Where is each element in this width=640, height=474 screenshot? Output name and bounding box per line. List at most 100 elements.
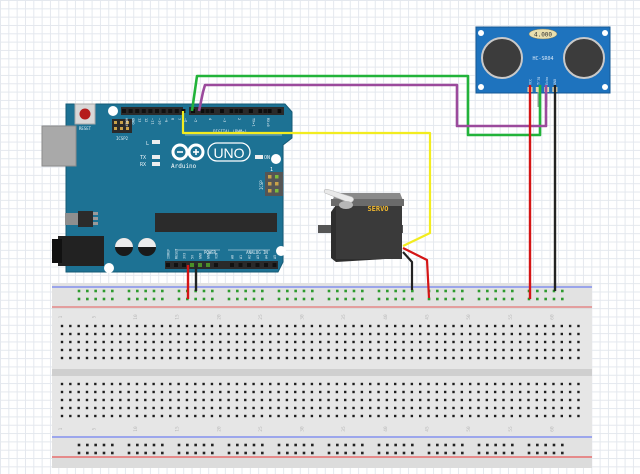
breadboard-hole[interactable] xyxy=(543,414,547,418)
breadboard-hole[interactable] xyxy=(344,340,347,344)
breadboard-hole[interactable] xyxy=(177,340,180,344)
header-pin[interactable] xyxy=(200,109,205,113)
breadboard-hole[interactable] xyxy=(244,414,247,418)
breadboard-hole[interactable] xyxy=(460,398,464,402)
breadboard-hole[interactable] xyxy=(510,414,514,418)
breadboard-hole[interactable] xyxy=(302,297,306,301)
breadboard-hole[interactable] xyxy=(493,406,497,410)
breadboard-hole[interactable] xyxy=(277,398,280,402)
breadboard-hole[interactable] xyxy=(461,297,464,301)
breadboard-hole[interactable] xyxy=(119,340,122,344)
breadboard-hole[interactable] xyxy=(477,297,481,301)
breadboard-hole[interactable] xyxy=(344,382,347,386)
breadboard-hole[interactable] xyxy=(394,297,397,301)
breadboard-hole[interactable] xyxy=(561,289,564,293)
breadboard-hole[interactable] xyxy=(577,340,580,344)
breadboard-hole[interactable] xyxy=(335,324,339,328)
breadboard-hole[interactable] xyxy=(127,348,130,352)
breadboard-hole[interactable] xyxy=(252,289,256,293)
breadboard-hole[interactable] xyxy=(360,324,364,328)
breadboard-hole[interactable] xyxy=(568,406,572,410)
breadboard-hole[interactable] xyxy=(302,406,305,410)
breadboard-hole[interactable] xyxy=(452,332,455,336)
breadboard-hole[interactable] xyxy=(277,451,281,455)
breadboard-hole[interactable] xyxy=(360,390,364,394)
breadboard-hole[interactable] xyxy=(435,356,439,360)
breadboard-hole[interactable] xyxy=(286,443,289,447)
breadboard-hole[interactable] xyxy=(302,382,305,386)
breadboard-hole[interactable] xyxy=(327,406,330,410)
breadboard-hole[interactable] xyxy=(577,348,580,352)
breadboard-hole[interactable] xyxy=(552,340,555,344)
breadboard-hole[interactable] xyxy=(394,414,397,418)
breadboard-hole[interactable] xyxy=(144,340,147,344)
breadboard-hole[interactable] xyxy=(169,390,172,394)
breadboard-hole[interactable] xyxy=(377,390,380,394)
breadboard-hole[interactable] xyxy=(60,390,64,394)
breadboard-hole[interactable] xyxy=(135,406,139,410)
breadboard-hole[interactable] xyxy=(527,443,531,447)
breadboard-hole[interactable] xyxy=(177,390,180,394)
breadboard-hole[interactable] xyxy=(177,406,180,410)
breadboard-hole[interactable] xyxy=(260,398,264,402)
breadboard-hole[interactable] xyxy=(543,340,547,344)
breadboard-hole[interactable] xyxy=(502,398,505,402)
breadboard-hole[interactable] xyxy=(202,443,206,447)
breadboard-hole[interactable] xyxy=(219,340,222,344)
breadboard-hole[interactable] xyxy=(277,390,280,394)
breadboard-hole[interactable] xyxy=(443,340,447,344)
breadboard-hole[interactable] xyxy=(244,332,247,336)
breadboard-hole[interactable] xyxy=(202,398,205,402)
breadboard-hole[interactable] xyxy=(186,451,189,455)
breadboard-hole[interactable] xyxy=(493,340,497,344)
breadboard-hole[interactable] xyxy=(269,332,272,336)
breadboard-hole[interactable] xyxy=(552,398,555,402)
breadboard-hole[interactable] xyxy=(502,324,505,328)
breadboard-hole[interactable] xyxy=(502,297,506,301)
breadboard-hole[interactable] xyxy=(144,332,147,336)
breadboard-hole[interactable] xyxy=(394,324,397,328)
breadboard-hole[interactable] xyxy=(552,414,555,418)
breadboard-hole[interactable] xyxy=(411,443,414,447)
breadboard-hole[interactable] xyxy=(269,356,272,360)
breadboard-hole[interactable] xyxy=(94,356,97,360)
breadboard-hole[interactable] xyxy=(418,356,422,360)
breadboard-hole[interactable] xyxy=(577,406,580,410)
breadboard-hole[interactable] xyxy=(344,451,347,455)
breadboard-hole[interactable] xyxy=(252,332,255,336)
breadboard-hole[interactable] xyxy=(177,348,180,352)
breadboard-hole[interactable] xyxy=(310,340,314,344)
breadboard-hole[interactable] xyxy=(344,348,347,352)
breadboard-hole[interactable] xyxy=(527,332,530,336)
breadboard-hole[interactable] xyxy=(568,382,572,386)
analog-header-pin[interactable] xyxy=(230,263,234,267)
breadboard-hole[interactable] xyxy=(236,451,239,455)
breadboard-hole[interactable] xyxy=(277,332,280,336)
breadboard-hole[interactable] xyxy=(486,289,489,293)
breadboard-hole[interactable] xyxy=(85,390,89,394)
breadboard-hole[interactable] xyxy=(85,324,89,328)
breadboard-hole[interactable] xyxy=(102,356,105,360)
breadboard-hole[interactable] xyxy=(535,414,539,418)
breadboard-hole[interactable] xyxy=(160,390,164,394)
breadboard-hole[interactable] xyxy=(302,289,306,293)
power-header-pin[interactable] xyxy=(198,263,202,267)
breadboard-hole[interactable] xyxy=(461,443,464,447)
breadboard-hole[interactable] xyxy=(477,382,480,386)
breadboard-hole[interactable] xyxy=(477,324,480,328)
breadboard-hole[interactable] xyxy=(285,340,289,344)
breadboard-hole[interactable] xyxy=(494,289,497,293)
breadboard-hole[interactable] xyxy=(194,340,197,344)
breadboard-hole[interactable] xyxy=(552,297,556,301)
breadboard-hole[interactable] xyxy=(402,398,405,402)
breadboard-hole[interactable] xyxy=(485,382,489,386)
breadboard-hole[interactable] xyxy=(535,348,539,352)
breadboard-hole[interactable] xyxy=(394,340,397,344)
breadboard-hole[interactable] xyxy=(152,390,155,394)
breadboard-hole[interactable] xyxy=(160,340,164,344)
breadboard-hole[interactable] xyxy=(110,398,114,402)
breadboard-hole[interactable] xyxy=(69,348,72,352)
breadboard-hole[interactable] xyxy=(510,340,514,344)
